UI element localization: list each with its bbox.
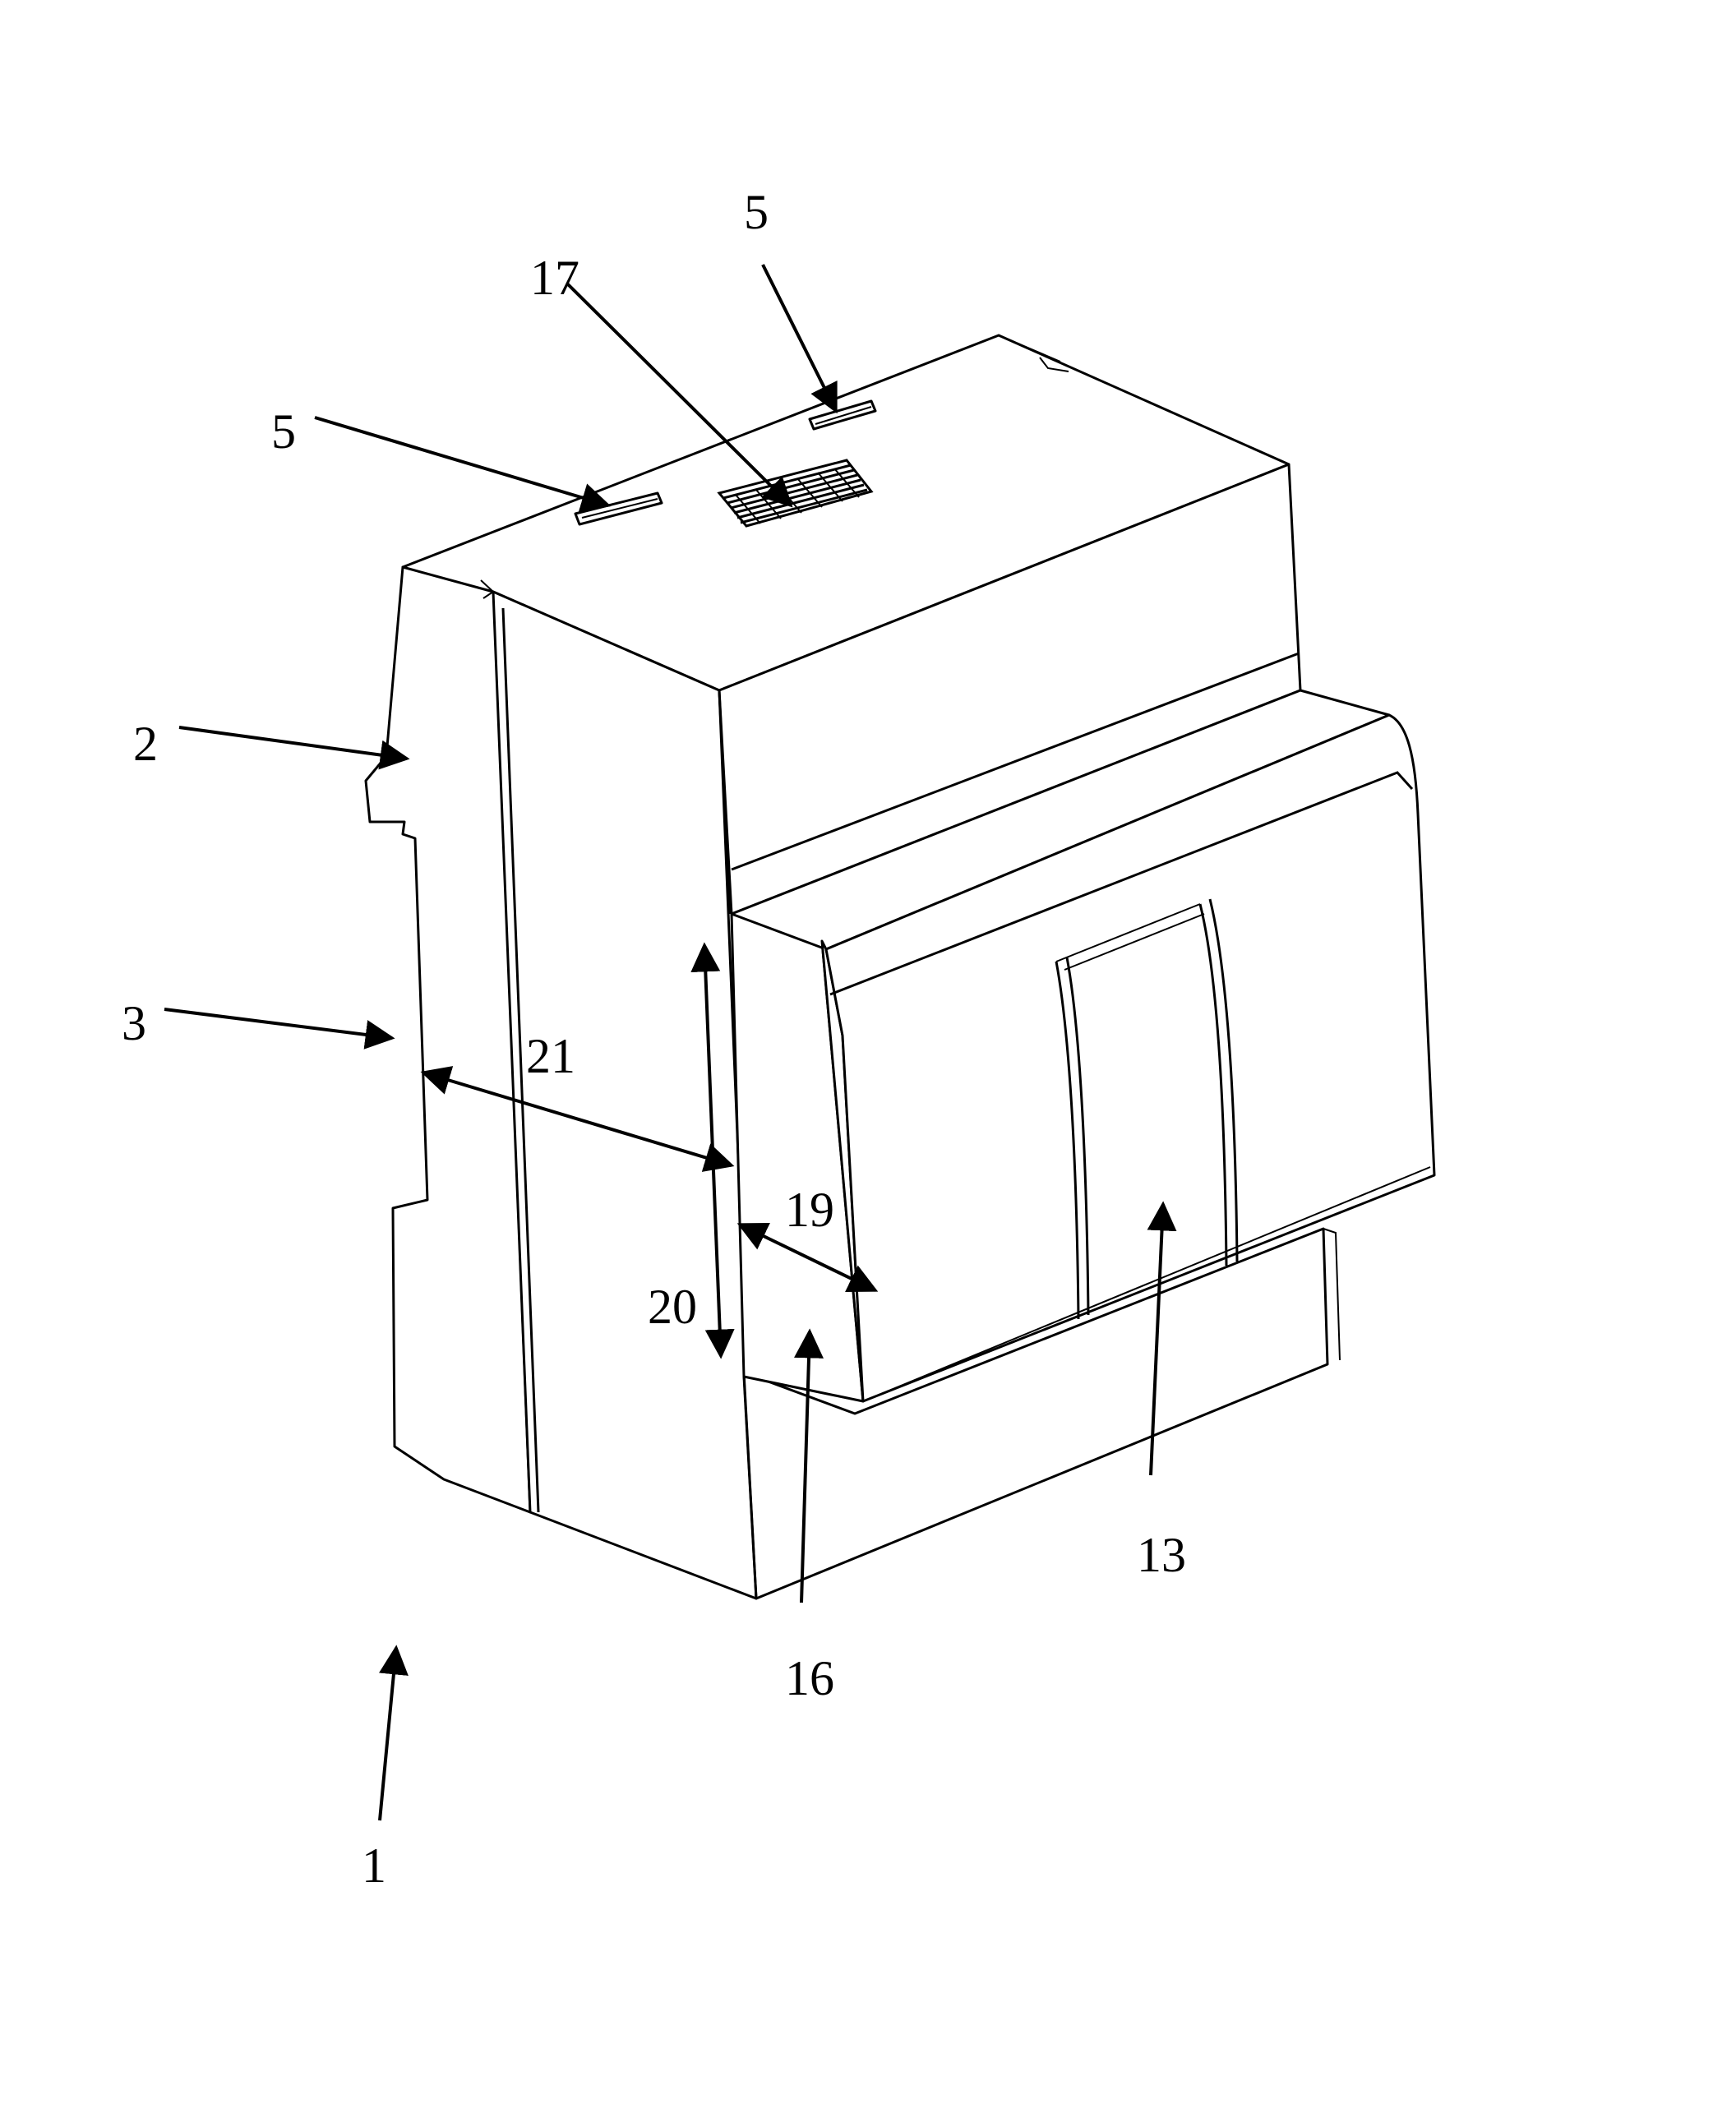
label-3: 3 [122, 996, 146, 1050]
label-17: 17 [530, 251, 579, 305]
leader-1 [380, 1648, 396, 1820]
main-side-face [493, 592, 756, 1599]
label-5-right: 5 [744, 185, 769, 239]
label-13: 13 [1137, 1528, 1186, 1582]
label-5-left: 5 [271, 404, 296, 459]
label-21: 21 [526, 1029, 575, 1083]
leader-2 [179, 727, 407, 759]
label-20: 20 [648, 1280, 697, 1334]
leader-5-right [763, 265, 836, 411]
label-16: 16 [785, 1651, 834, 1705]
leader-3 [164, 1009, 392, 1038]
label-19: 19 [785, 1183, 834, 1237]
housing [366, 335, 1434, 1599]
label-1: 1 [362, 1838, 386, 1893]
label-2: 2 [133, 717, 158, 771]
leader-5-left [315, 418, 608, 505]
